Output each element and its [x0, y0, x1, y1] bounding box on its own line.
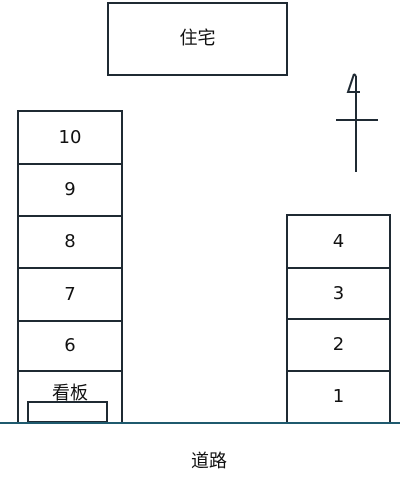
signboard-label: 看板 [52, 383, 88, 404]
house-block: 住宅 [107, 2, 288, 76]
space-number: 2 [332, 334, 345, 355]
space-number: 8 [64, 231, 76, 252]
road-label: 道路 [191, 451, 227, 472]
space-number: 4 [332, 230, 345, 252]
road-edge-line [0, 422, 400, 424]
space-number: 9 [64, 179, 76, 200]
parking-space-8: 8 [17, 215, 123, 269]
parking-space-10: 10 [17, 110, 123, 165]
parking-space-4: 4 [286, 214, 391, 269]
parking-space-9: 9 [17, 163, 123, 217]
parking-space-6: 6 [17, 320, 123, 372]
space-number: 7 [64, 283, 76, 305]
parking-space-1: 1 [286, 370, 391, 424]
space-number: 1 [332, 386, 345, 407]
parking-space-7: 7 [17, 267, 123, 322]
space-number: 10 [58, 126, 82, 148]
parking-space-2: 2 [286, 318, 391, 372]
space-number: 6 [64, 335, 76, 356]
north-arrow-icon [336, 73, 378, 172]
house-label: 住宅 [179, 28, 216, 49]
parking-space-3: 3 [286, 267, 391, 320]
signboard-base [27, 401, 108, 423]
space-number: 3 [332, 282, 345, 304]
